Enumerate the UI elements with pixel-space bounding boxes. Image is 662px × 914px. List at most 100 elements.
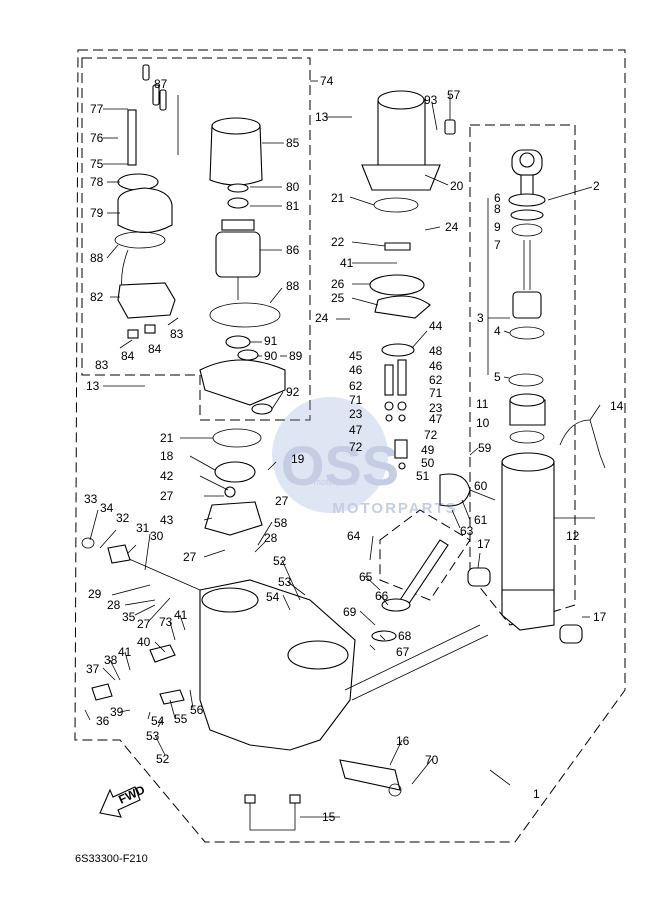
callout-27-a: 27 [160,489,174,503]
callout-27-d: 27 [137,617,151,631]
callout-65: 65 [359,570,373,584]
manual-valve-44 [381,343,415,357]
callout-58: 58 [274,516,288,530]
filter-18 [214,461,256,483]
callout-83-a: 83 [170,327,184,341]
callout-42: 42 [160,469,174,483]
callout-84-a: 84 [121,349,135,363]
brush-plate [117,282,176,319]
callout-26: 26 [331,277,345,291]
callout-70: 70 [425,753,439,767]
spring-40 [149,644,176,663]
pipe-15 [249,800,296,831]
callout-28-a: 28 [264,531,278,545]
rod-eye-hole [519,152,535,168]
seal-91 [225,335,251,349]
valve-stack-b [397,359,407,396]
callout-45: 45 [349,349,363,363]
cylinder-12 [501,461,555,598]
piston-3 [512,291,542,319]
callout-89: 89 [289,349,303,363]
callout-60: 60 [474,479,488,493]
gear-pump-43 [204,501,263,536]
oring-10 [509,430,545,444]
valve-bore-line [119,554,201,591]
callout-63: 63 [460,524,474,538]
washer-80 [227,183,249,193]
callout-35: 35 [122,610,136,624]
callout-57: 57 [447,88,461,102]
callout-16: 16 [396,734,410,748]
ring-5 [508,373,544,387]
callout-31: 31 [136,521,150,535]
watermark-subtitle: MOTORPARTS [332,500,457,517]
plate-26 [369,274,425,296]
bearing-81 [227,197,249,209]
valve-49 [394,439,408,459]
wire-terminal-c [159,89,167,111]
callout-82: 82 [90,290,104,304]
bracket-22 [384,242,411,251]
brush-holder-shaft [127,109,137,166]
wire-terminal-a [142,64,150,81]
callout-43: 43 [160,513,174,527]
callout-81: 81 [286,199,300,213]
valve-55 [159,689,185,705]
callout-1: 1 [533,787,540,801]
callout-71-b: 71 [429,386,443,400]
callout-55: 55 [174,712,188,726]
callout-41-a: 41 [118,645,132,659]
callout-39: 39 [110,705,124,719]
callout-21-a: 21 [331,191,345,205]
outline-motor-assembly [81,57,311,421]
callout-labels: 1 2 3 4 5 6 7 8 9 10 11 12 13 13 14 15 1… [84,74,624,824]
callout-69: 69 [343,605,357,619]
rod-neck [520,174,534,196]
valve-66 [381,598,411,612]
callout-53-b: 53 [146,729,160,743]
valve-rod-64 [399,539,449,606]
callout-20: 20 [450,179,464,193]
callout-59: 59 [478,441,492,455]
callout-10: 10 [476,416,490,430]
callout-27-b: 27 [275,494,289,508]
brush-b [144,324,156,334]
callout-23-a: 23 [349,407,363,421]
callout-21-b: 21 [160,431,174,445]
end-cap [117,187,173,234]
callout-56: 56 [190,703,204,717]
callout-5: 5 [494,370,501,384]
callout-54-a: 54 [266,590,280,604]
callout-86: 86 [286,243,300,257]
callout-36: 36 [96,714,110,728]
callout-13-b: 13 [86,379,100,393]
oring-88-top [114,231,166,249]
pipe-15-fitting-a [244,794,256,804]
callout-91: 91 [264,334,278,348]
callout-80: 80 [286,180,300,194]
seal-8 [510,209,544,221]
pump-body [199,579,356,751]
callout-53-a: 53 [278,575,292,589]
reservoir-flange-20 [361,164,441,191]
callout-13-a: 13 [315,110,329,124]
oring-4 [509,326,545,340]
callout-52-b: 52 [156,752,170,766]
callout-66: 66 [375,589,389,603]
armature-commutator [221,219,255,231]
bearing-90 [237,349,259,361]
callout-19: 19 [291,452,305,466]
callout-79: 79 [90,206,104,220]
leader-lines [84,80,601,818]
callout-46-a: 46 [349,363,363,377]
callout-14: 14 [610,399,624,413]
watermark-brand: OSS [281,434,399,497]
callout-6: 6 [494,191,501,205]
cap-11-top [509,393,545,407]
outline-valve [379,509,471,601]
lower-group [244,759,402,831]
callout-47-b: 47 [429,412,443,426]
callout-50: 50 [421,456,435,470]
oring-21-mid [212,428,262,448]
fwd-arrow: FWD [99,782,147,818]
